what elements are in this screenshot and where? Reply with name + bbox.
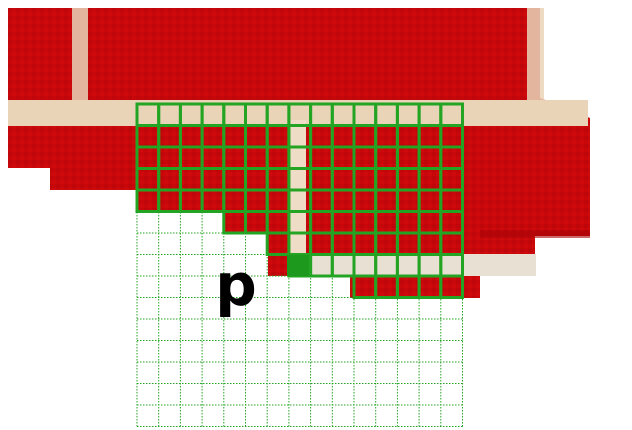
- stripe-vertical-left: [72, 8, 88, 104]
- point-label: p: [206, 255, 266, 325]
- stripe-vertical-middle: [290, 120, 306, 256]
- shadow-band: [480, 230, 590, 238]
- stripe-vertical-right: [527, 8, 544, 106]
- seed-cell: [287, 255, 309, 276]
